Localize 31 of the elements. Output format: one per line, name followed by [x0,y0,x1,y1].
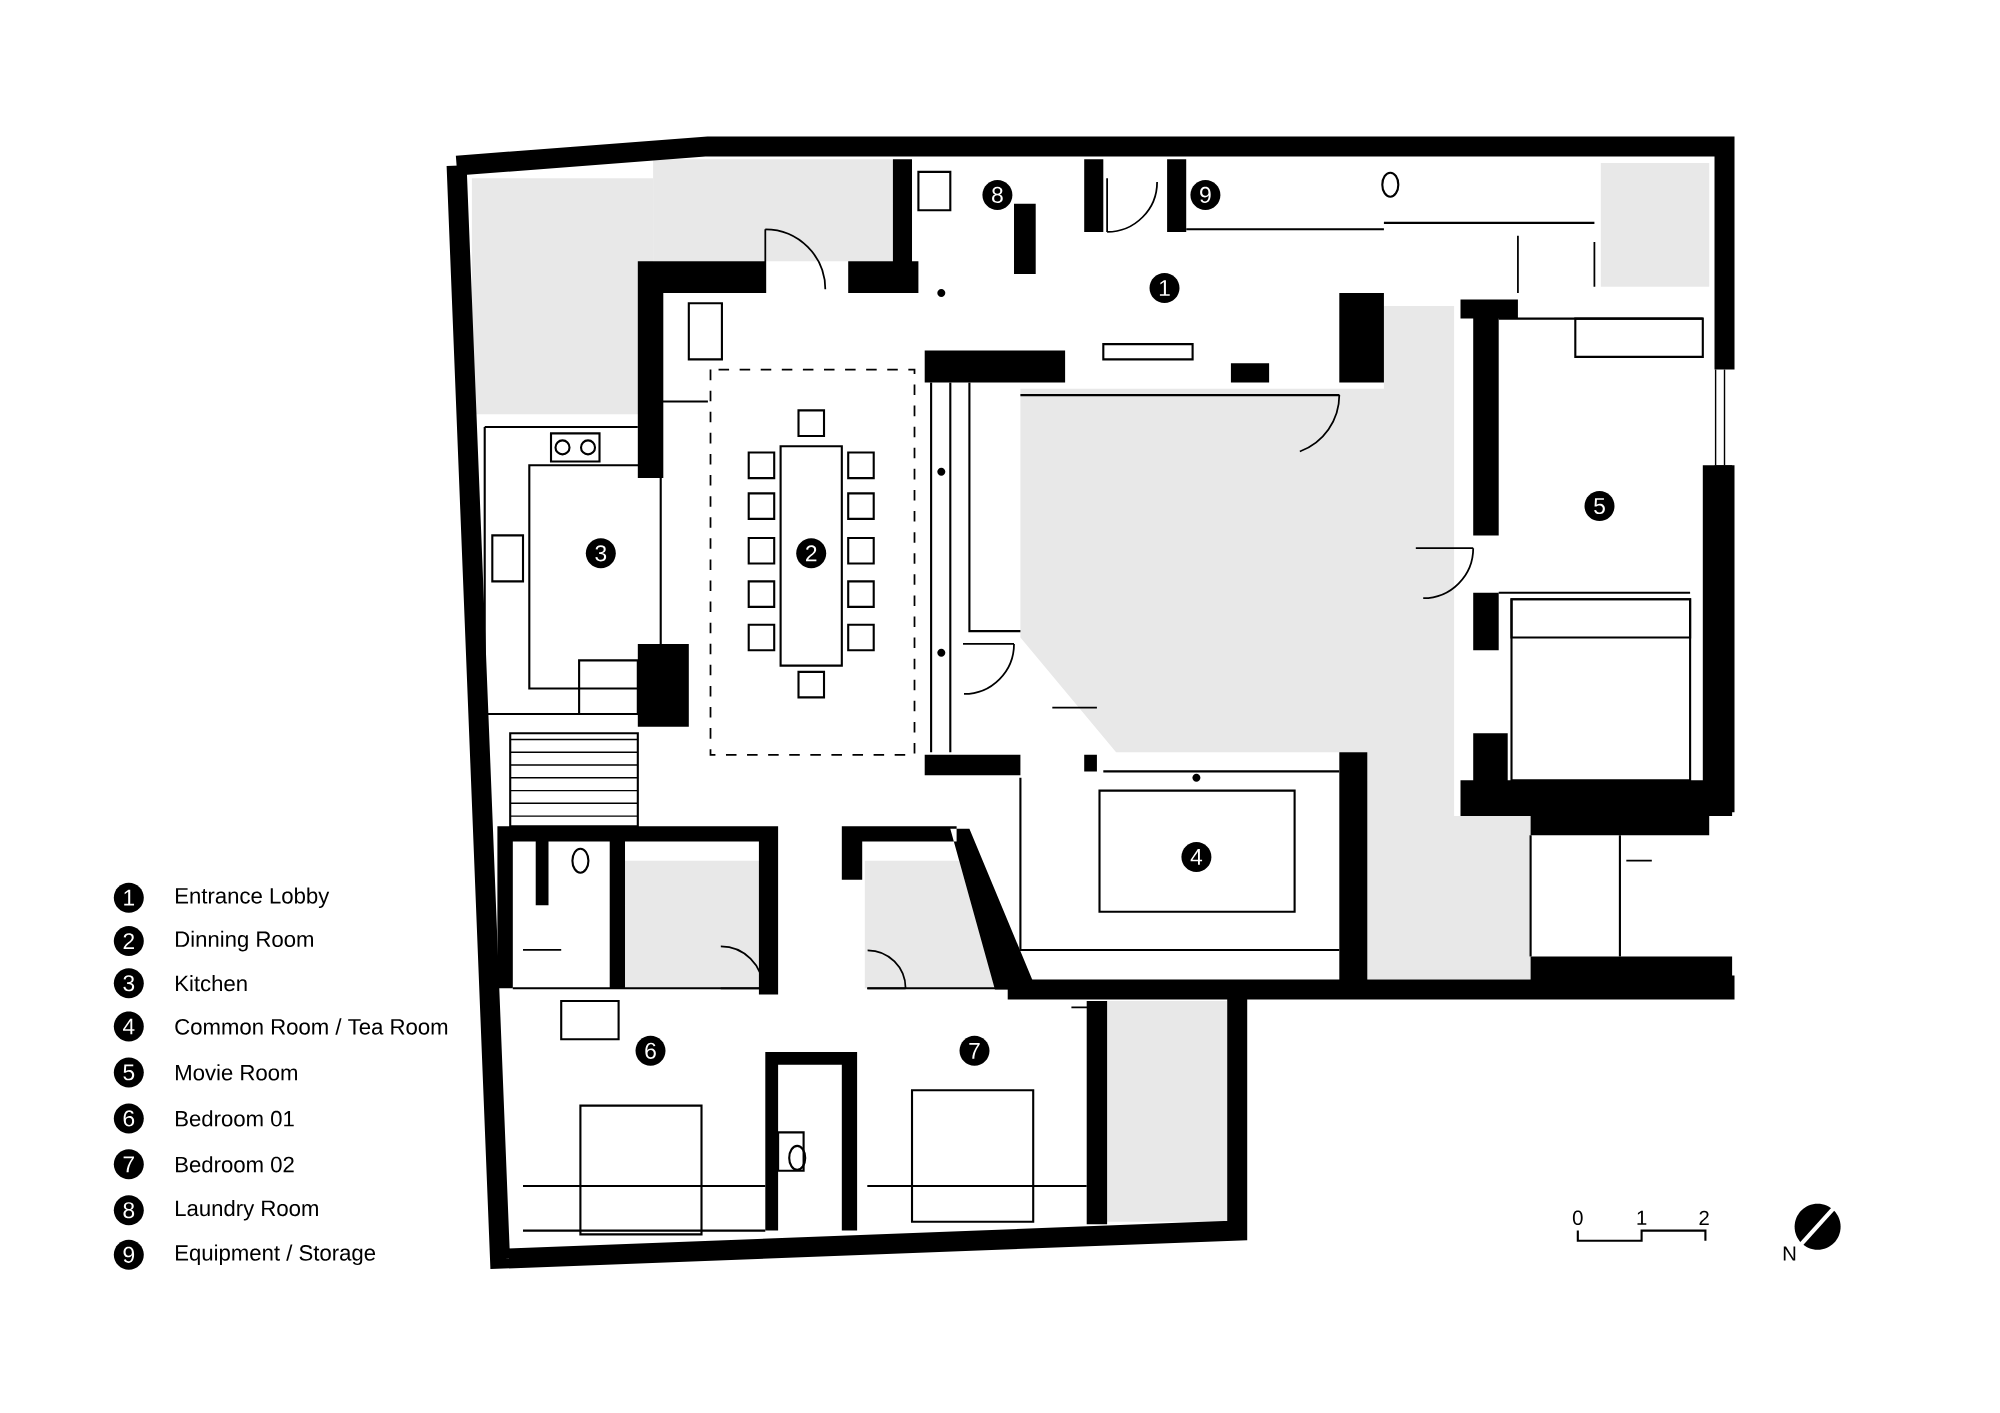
scale-number: 2 [1699,1210,1709,1225]
callout-number: 9 [113,1239,144,1270]
room-name: Bedroom 02 [176,1156,294,1173]
callout-number: 3 [585,538,616,569]
callout-number: 5 [113,1057,144,1088]
room-name: Equipment / Storage [176,1244,376,1266]
room-name: Entrance Lobby [176,887,330,908]
room-name: Laundry Room [176,1199,318,1221]
callout-number: 1 [1149,273,1180,303]
callout-number: 8 [982,179,1013,210]
scale-number: 0 [1572,1210,1583,1226]
callout-number: 7 [959,1035,990,1066]
room-name: Kitchen [176,975,247,992]
callout-number: 5 [1584,491,1615,522]
room-name: Common Room / Tea Room [175,1018,448,1035]
callout-number: 6 [113,1103,144,1134]
room-name: Dinning Room [176,930,313,952]
callout-number: 1 [113,882,144,913]
north-label: N [1783,1246,1796,1261]
callout-number: 3 [113,968,144,999]
callout-number: 2 [796,538,827,569]
callout-number: 9 [1190,179,1221,210]
callout-number: 6 [635,1035,666,1066]
room-name: Bedroom 01 [176,1110,294,1127]
callout-number: 4 [113,1011,144,1042]
callout-number: 2 [113,926,144,957]
callout-number: 7 [113,1149,144,1180]
scale-number: 1 [1637,1210,1647,1225]
room-name: Movie Room [176,1064,297,1081]
callout-number: 8 [113,1195,144,1226]
callout-number: 4 [1181,841,1212,872]
